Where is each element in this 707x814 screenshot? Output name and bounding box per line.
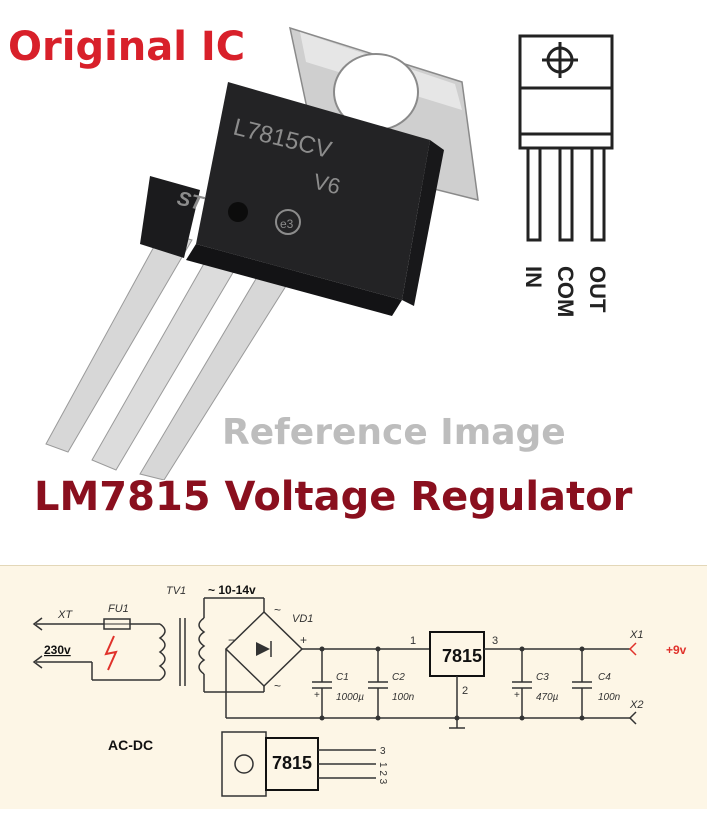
c1-value: 1000µ: [336, 692, 364, 703]
c1-plus: +: [314, 690, 320, 701]
to220-photo: L7815CV V6 ST e3: [45, 26, 479, 480]
reference-image-panel: L7815CV V6 ST e3 IN COM OUT Original IC …: [8, 24, 633, 520]
pin-label-in: IN: [521, 266, 546, 288]
chip-body: [196, 82, 430, 300]
regulator-label: 7815: [442, 646, 482, 666]
regulator-schematic: XT 230v FU1 TV1 ~ 10-14v ~ ~ − + VD1 C1 …: [32, 583, 687, 797]
ac-dc-caption: AC-DC: [108, 737, 153, 753]
c2-value: 100n: [392, 692, 415, 703]
chip-body-front: [140, 176, 200, 258]
chip-body-bottom: [186, 244, 402, 316]
package-label: 7815: [272, 753, 312, 773]
diode-icon: [256, 642, 270, 656]
pinout-lead-1: [526, 146, 542, 242]
pinout-lead-3: [590, 146, 606, 242]
c3-plus: +: [514, 690, 520, 701]
output-voltage: +9v: [666, 643, 687, 657]
pinout-diagram: IN COM OUT: [518, 34, 614, 317]
chip-dimple: [228, 202, 248, 222]
e3-badge-icon: [275, 209, 301, 235]
c3-value: 470µ: [536, 692, 559, 703]
chip-body-side: [402, 140, 444, 306]
xt-label: XT: [57, 609, 73, 621]
package-pins: 1 2 3: [377, 762, 388, 785]
fuse-label: FU1: [108, 603, 129, 615]
mains-voltage: 230v: [44, 643, 71, 657]
tilde-top: ~: [274, 603, 281, 617]
reg-pin2: 2: [462, 685, 468, 697]
x2-label: X2: [629, 699, 643, 711]
transformer-label: TV1: [166, 585, 186, 597]
schematic-panel: XT 230v FU1 TV1 ~ 10-14v ~ ~ − + VD1 C1 …: [0, 565, 707, 809]
secondary-voltage: ~ 10-14v: [208, 583, 256, 597]
lightning-icon: [104, 635, 118, 671]
c2-name: C2: [392, 672, 405, 683]
tilde-bottom: ~: [274, 679, 281, 693]
pin-label-com: COM: [553, 266, 578, 317]
pinout-body: [518, 86, 614, 150]
pinout-lead-2: [558, 146, 574, 242]
minus-sign: −: [228, 633, 235, 647]
reference-image-label: Reference Image: [222, 412, 566, 453]
c3-name: C3: [536, 672, 549, 683]
reg-pin3: 3: [492, 635, 498, 647]
c4-name: C4: [598, 672, 611, 683]
reg-pin1: 1: [410, 635, 416, 647]
page-title: LM7815 Voltage Regulator: [34, 474, 633, 520]
plus-sign: +: [300, 633, 307, 647]
original-ic-label: Original IC: [8, 24, 246, 70]
bridge-label: VD1: [292, 613, 313, 625]
e3-badge: e3: [280, 217, 294, 231]
c4-value: 100n: [598, 692, 621, 703]
pin-label-out: OUT: [585, 266, 610, 313]
pinout-tab: [518, 34, 614, 90]
c1-name: C1: [336, 672, 349, 683]
x1-label: X1: [629, 629, 643, 641]
package-pin-top: 3: [380, 746, 386, 757]
